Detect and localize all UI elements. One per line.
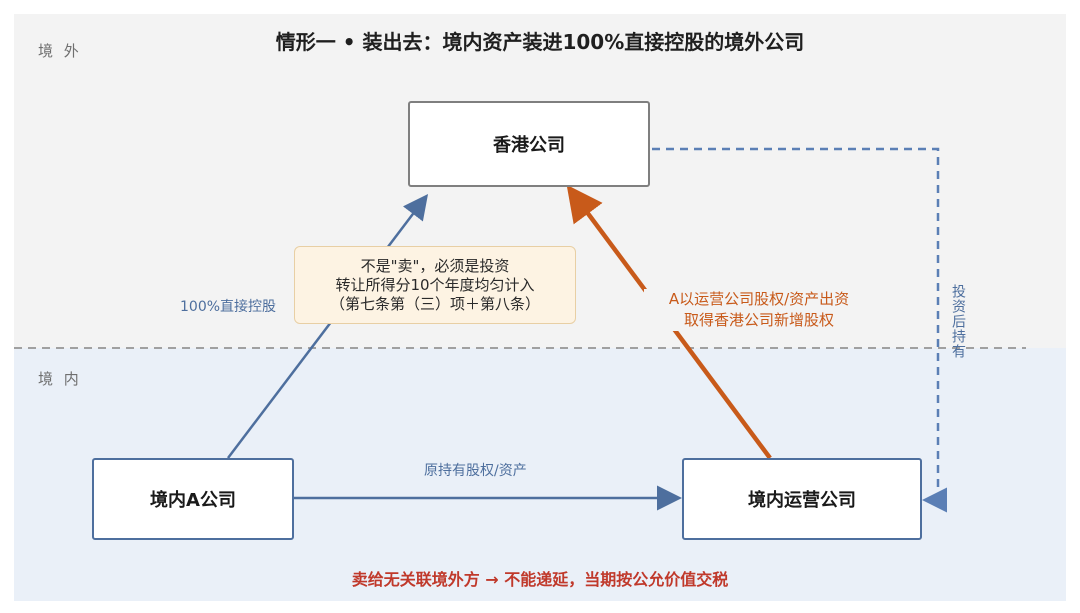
label-op-to-hk-line-1: A以运营公司股权/资产出资 bbox=[668, 290, 850, 308]
note-box: 不是"卖"，必须是投资 转让所得分10个年度均匀计入 （第七条第（三）项＋第八条… bbox=[294, 246, 576, 324]
node-hk-company: 香港公司 bbox=[408, 101, 650, 187]
page-title: 情形一 • 装出去：境内资产装进100%直接控股的境外公司 bbox=[275, 30, 805, 54]
note-line-1: 不是"卖"，必须是投资 bbox=[360, 256, 510, 275]
label-a-to-hk: 100%直接控股 bbox=[180, 296, 277, 316]
label-op-to-hk-line-2: 取得香港公司新增股权 bbox=[683, 311, 834, 329]
note-line-3: （第七条第（三）项＋第八条） bbox=[329, 294, 540, 313]
arrow-a-to-hk bbox=[227, 194, 429, 459]
node-operating-company: 境内运营公司 bbox=[682, 458, 922, 540]
label-a-to-op: 原持有股权/资产 bbox=[420, 460, 531, 480]
label-op-to-hk: A以运营公司股权/资产出资 取得香港公司新增股权 bbox=[644, 289, 874, 331]
node-domestic-a: 境内A公司 bbox=[92, 458, 294, 540]
note-line-2: 转让所得分10个年度均匀计入 bbox=[335, 275, 535, 294]
bottom-note: 卖给无关联境外方 → 不能递延，当期按公允价值交税 bbox=[351, 570, 729, 589]
label-hk-to-op: 投资后持有 bbox=[950, 284, 966, 359]
overseas-label: 境 外 bbox=[38, 42, 82, 60]
domestic-label: 境 内 bbox=[38, 370, 82, 388]
arrow-hk-to-op-dashed bbox=[652, 147, 947, 513]
